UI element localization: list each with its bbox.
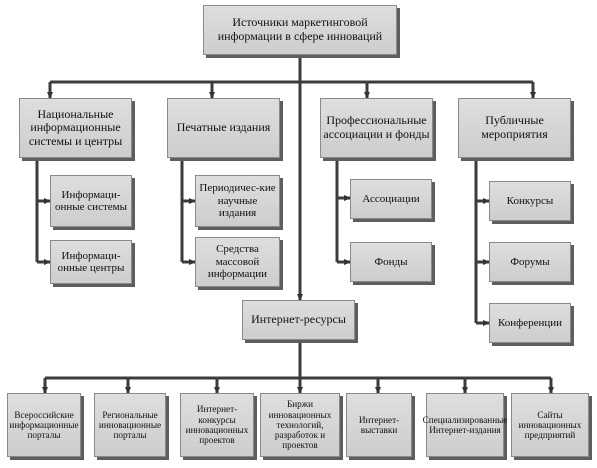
internet-child-company-sites: Сайты инновационных предприятий	[511, 393, 589, 457]
internet-child-specialized-publications-label: Специализированные Интернет-издания	[422, 414, 508, 435]
internet-child-national-portals-label: Всероссийские информационные порталы	[9, 409, 79, 441]
child-funds-label: Фонды	[374, 255, 408, 268]
internet-child-online-exhibitions-label: Интернет-выставки	[358, 414, 400, 435]
child-forums-label: Форумы	[510, 255, 550, 268]
child-information-systems-label: Информаци-онные системы	[55, 188, 127, 213]
child-information-centers: Информаци-онные центры	[50, 240, 132, 284]
internet-child-online-contests-label: Интернет-конкурсы инновационных проектов	[185, 404, 249, 446]
child-information-systems: Информаци-онные системы	[50, 175, 132, 227]
internet-child-regional-portals: Региональные инновационные порталы	[94, 393, 166, 457]
category-public-events-label: Публичные мероприятия	[481, 113, 548, 141]
child-mass-media-label: Средства массовой информации	[207, 243, 268, 281]
child-periodical-publications: Периодичес-кие научные издания	[195, 175, 280, 227]
child-contests: Конкурсы	[489, 181, 571, 221]
category-professional-associations: Профессиональные ассоциации и фонды	[320, 98, 433, 158]
internet-child-national-portals: Всероссийские информационные порталы	[7, 393, 81, 457]
internet-child-company-sites-label: Сайты инновационных предприятий	[518, 409, 582, 441]
internet-child-online-exhibitions: Интернет-выставки	[346, 393, 412, 457]
internet-child-online-contests: Интернет-конкурсы инновационных проектов	[180, 393, 254, 457]
child-mass-media: Средства массовой информации	[195, 237, 280, 287]
internet-child-regional-portals-label: Региональные инновационные порталы	[98, 409, 162, 441]
internet-resources-node: Интернет-ресурсы	[242, 300, 355, 340]
child-forums: Форумы	[489, 242, 571, 282]
category-print-media-label: Печатные издания	[176, 120, 271, 135]
category-print-media: Печатные издания	[167, 98, 280, 158]
child-associations: Ассоциации	[350, 179, 432, 219]
child-periodical-publications-label: Периодичес-кие научные издания	[199, 182, 276, 220]
child-associations-label: Ассоциации	[362, 192, 420, 205]
child-contests-label: Конкурсы	[506, 194, 554, 207]
internet-resources-label: Интернет-ресурсы	[251, 312, 346, 327]
root-label: Источники маркетинговой информации в сфе…	[217, 15, 383, 43]
internet-child-specialized-publications: Специализированные Интернет-издания	[423, 393, 507, 457]
child-information-centers-label: Информаци-онные центры	[57, 249, 125, 274]
root-node: Источники маркетинговой информации в сфе…	[203, 5, 397, 55]
internet-child-exchanges-label: Биржи инновационных технологий, разработ…	[268, 399, 332, 451]
category-national-systems-label: Национальные информационные системы и це…	[28, 106, 123, 148]
category-professional-associations-label: Профессиональные ассоциации и фонды	[323, 113, 430, 141]
child-conferences-label: Конференции	[497, 316, 563, 329]
internet-child-exchanges: Биржи инновационных технологий, разработ…	[260, 393, 340, 457]
category-national-systems: Национальные информационные системы и це…	[19, 98, 132, 158]
child-funds: Фонды	[350, 242, 432, 282]
child-conferences: Конференции	[489, 303, 571, 343]
category-public-events: Публичные мероприятия	[458, 98, 571, 158]
